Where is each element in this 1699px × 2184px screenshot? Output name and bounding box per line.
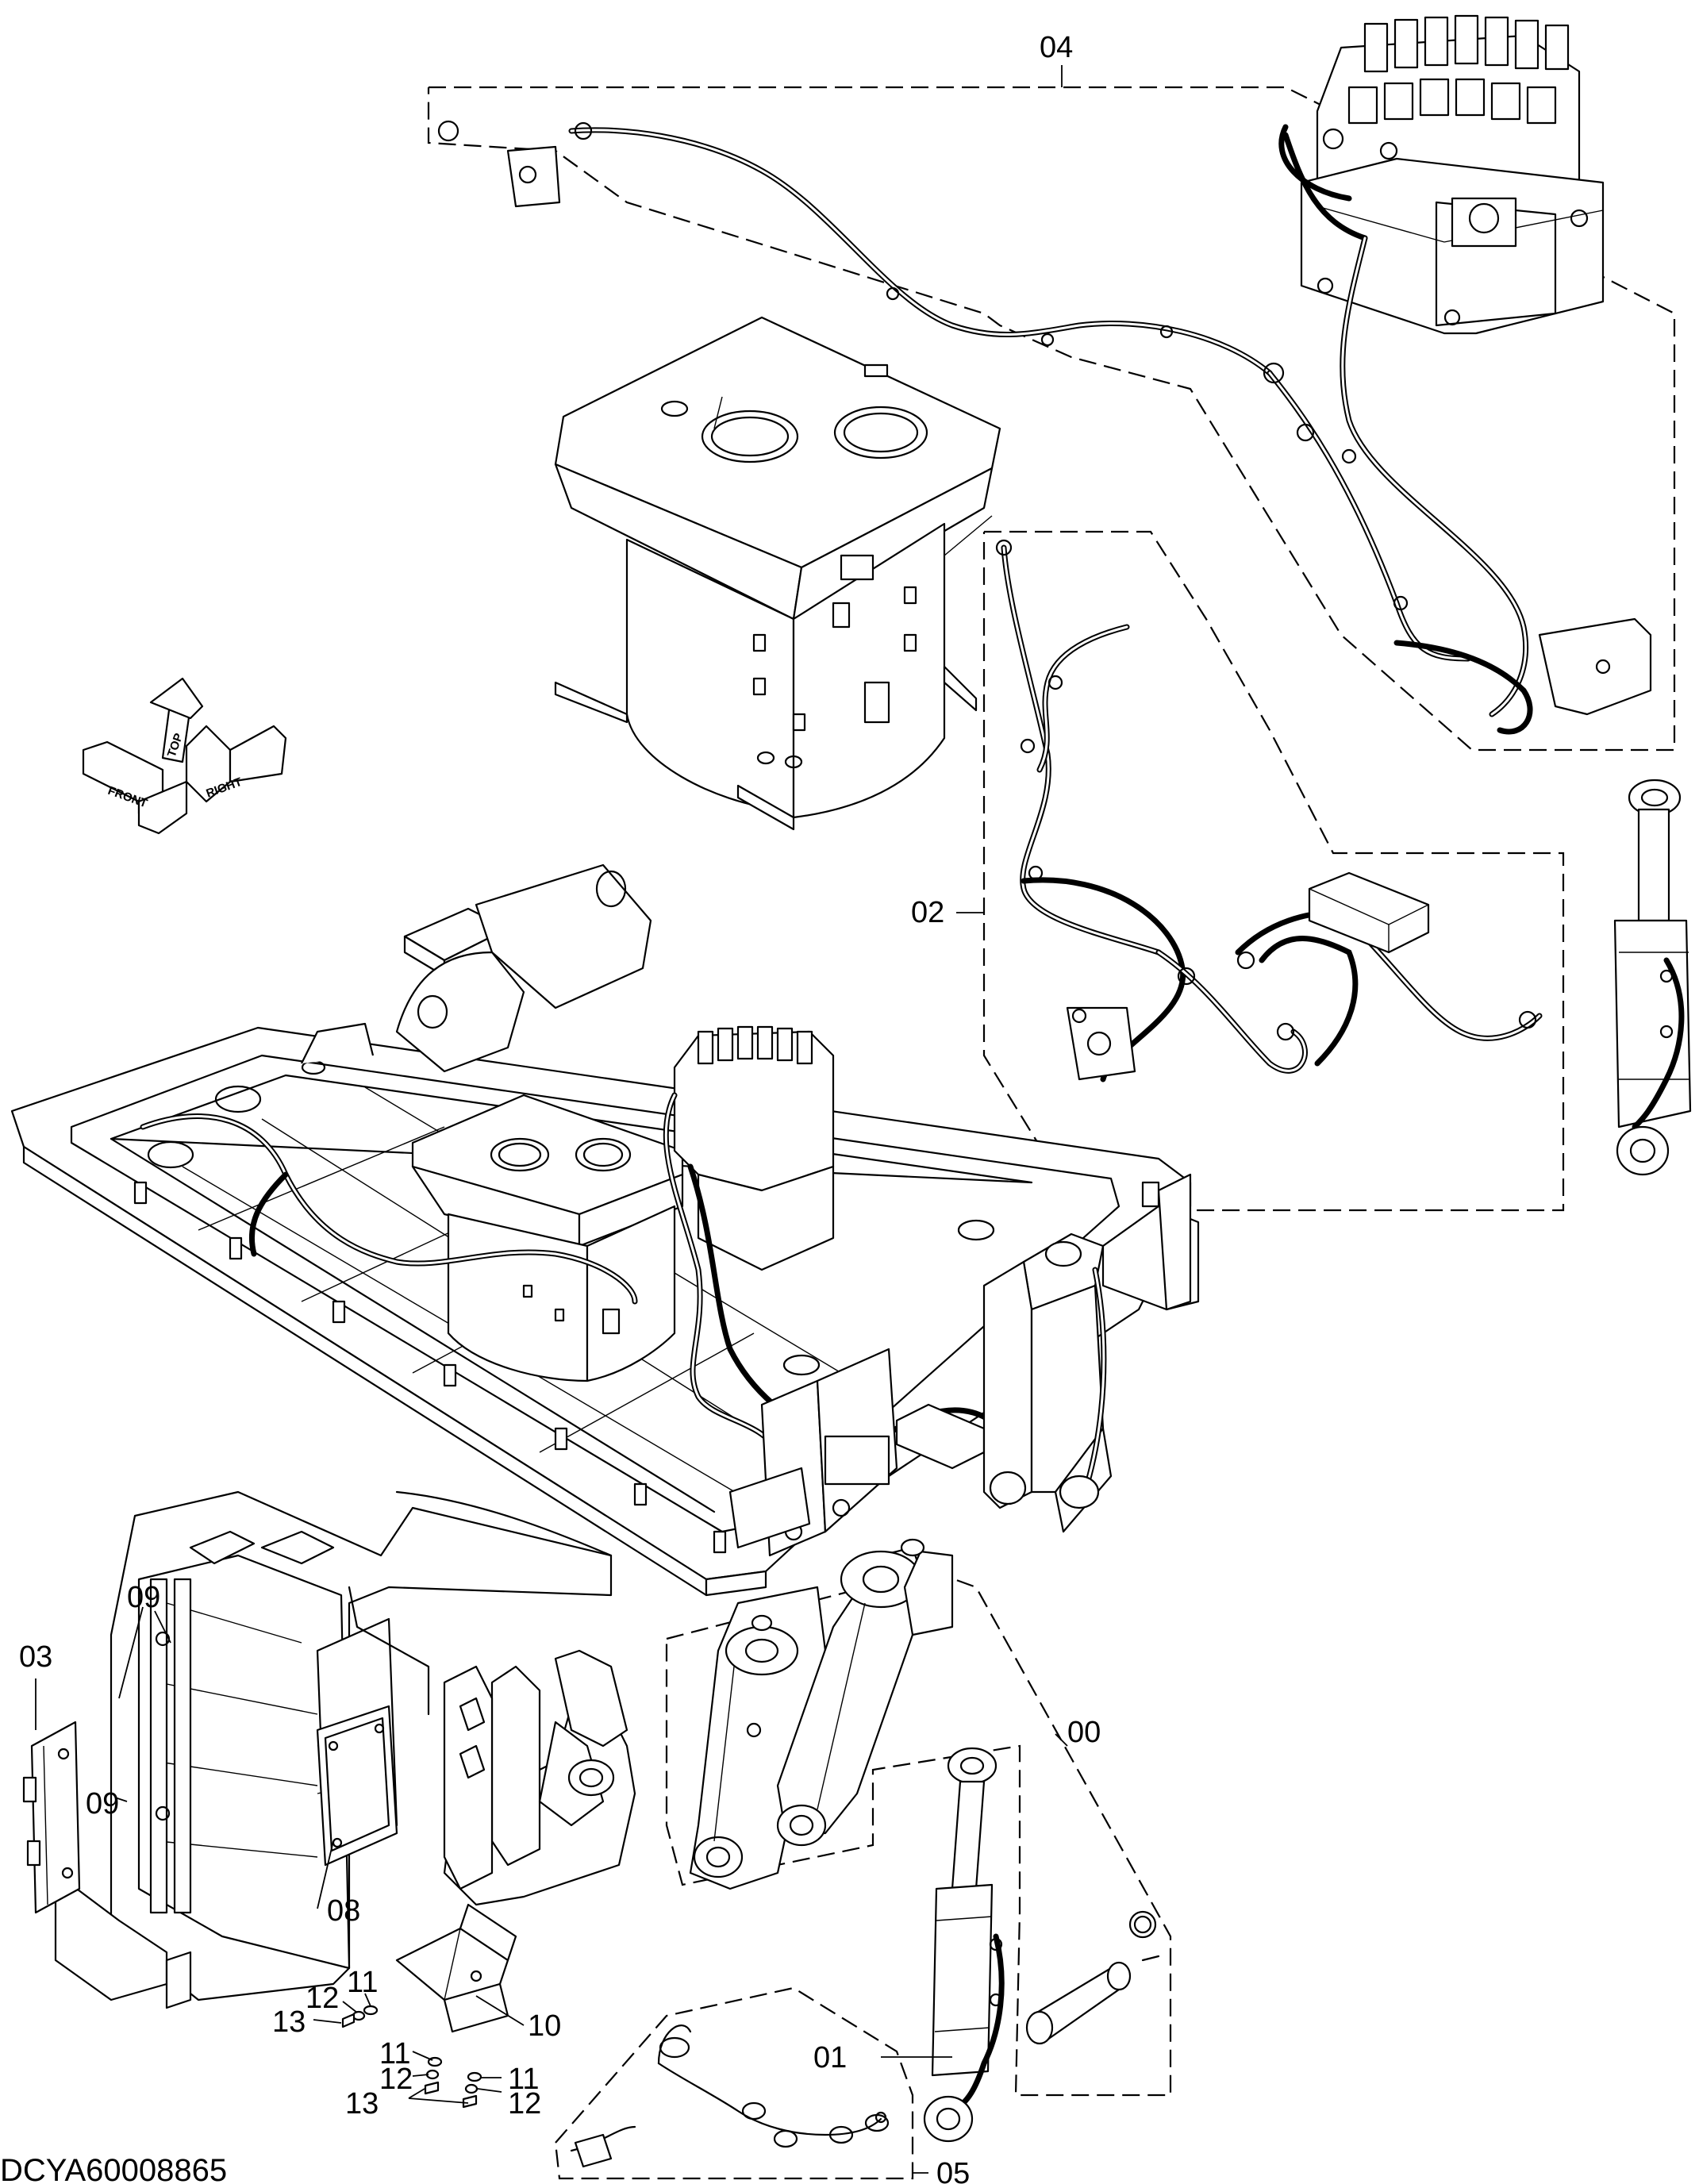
fasteners-11-12-13 [341, 2005, 482, 2109]
pin-and-retaining-ring [1025, 1910, 1160, 2045]
callout-08: 08 [327, 1894, 360, 1928]
control-valve-top [1300, 14, 1605, 335]
swing-base-upper [554, 316, 1001, 831]
callout-09-lower: 09 [86, 1787, 119, 1821]
hose-harness-02 [995, 539, 1543, 1082]
leader-lines [35, 65, 1068, 2174]
callout-12-top: 12 [306, 1982, 339, 2015]
callout-00: 00 [1067, 1716, 1101, 1749]
callout-05: 05 [936, 2157, 970, 2184]
hydraulic-cylinder-01 [923, 1747, 1005, 2143]
frame-front-bracket [728, 1348, 986, 1557]
hydraulic-cylinder-right [1613, 779, 1692, 1176]
callout-04: 04 [1040, 31, 1073, 64]
callout-13-bottom: 13 [345, 2087, 379, 2121]
boom-arm-assembly-00 [689, 1538, 954, 1890]
wiring-harness-05 [570, 2024, 890, 2168]
part-10-mount-bracket [395, 1903, 517, 2033]
swing-base-on-frame [411, 1094, 684, 1382]
boom-bracket-lower [443, 1649, 636, 1906]
callout-12-right: 12 [508, 2087, 541, 2121]
callout-12-mid: 12 [379, 2063, 413, 2096]
part-08-access-plate [316, 1705, 398, 1867]
callout-03: 03 [19, 1640, 52, 1674]
part-03-cover-plate [22, 1721, 81, 1914]
callout-11-mid: 11 [379, 2037, 410, 2071]
group-boundary-05 [554, 1986, 914, 2180]
group-boundary-02 [982, 530, 1565, 1212]
callout-10: 10 [528, 2009, 561, 2043]
callout-11-right: 11 [508, 2063, 539, 2096]
orientation-arrow-icon: FRONT TOP RIGHT [82, 677, 287, 835]
control-valve-on-frame [673, 1025, 835, 1271]
callout-09-upper: 09 [127, 1581, 160, 1614]
callout-13-top: 13 [272, 2005, 306, 2039]
callout-labels: 04 02 00 01 05 03 08 09 09 10 11 12 13 1… [19, 31, 1101, 2184]
callout-11-top: 11 [347, 1966, 378, 1999]
hose-assembly-04 [437, 120, 1652, 735]
boom-post-on-frame [982, 1173, 1200, 1533]
frame-hose-routing [140, 1092, 1003, 1459]
callout-01: 01 [813, 2041, 847, 2074]
drawing-code: DCYA60008865 [0, 2153, 227, 2184]
callout-02: 02 [911, 896, 944, 929]
